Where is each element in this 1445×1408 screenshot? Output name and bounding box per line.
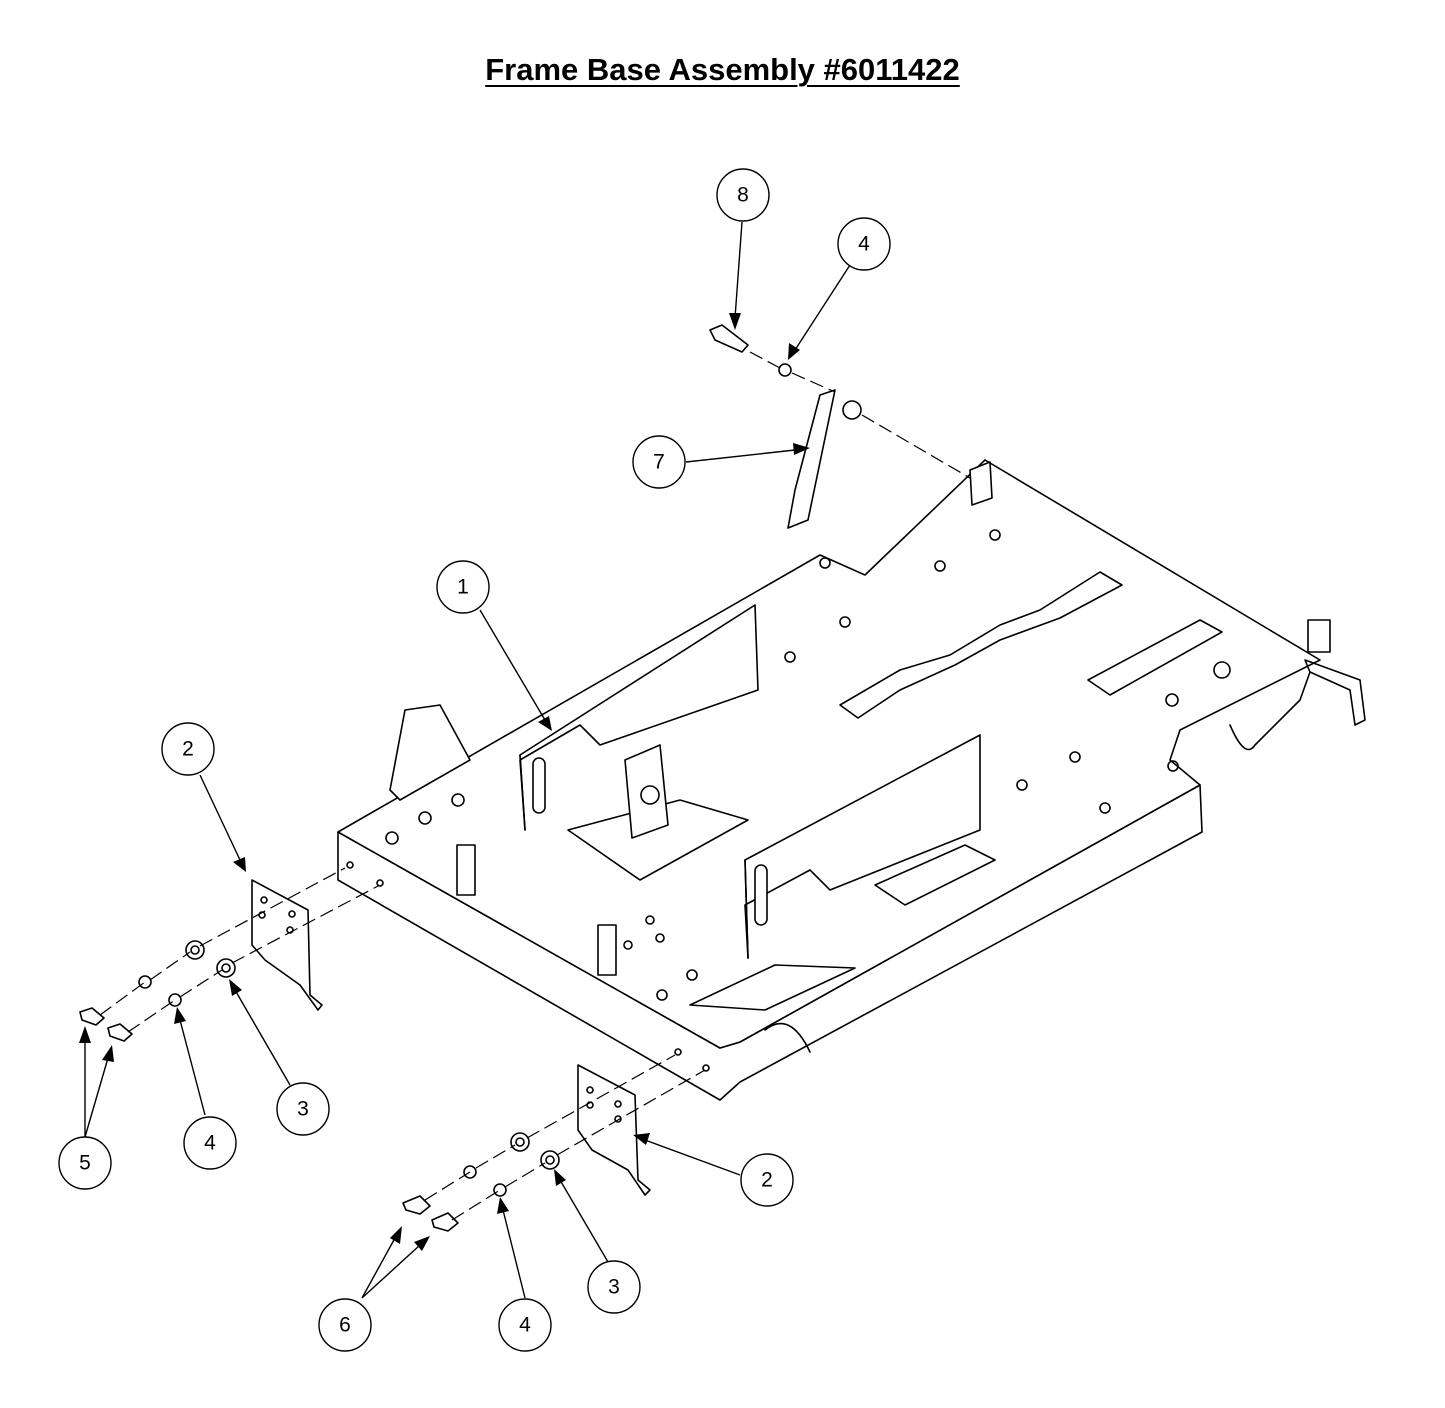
callout-1: 1: [436, 560, 490, 614]
svg-text:6: 6: [339, 1314, 351, 1337]
svg-text:4: 4: [519, 1314, 531, 1337]
mount-bracket-right: [577, 1064, 651, 1196]
callout-8: 8: [716, 168, 770, 222]
callout-6: 6: [318, 1298, 372, 1352]
svg-text:5: 5: [79, 1152, 91, 1175]
washer-item-4-top: [778, 363, 792, 377]
mount-bracket-left: [251, 879, 323, 1011]
callout-5: 5: [58, 1136, 112, 1190]
lever-arm: [787, 389, 862, 529]
callout-3-right: 3: [587, 1260, 641, 1314]
svg-text:3: 3: [297, 1098, 309, 1121]
svg-text:3: 3: [608, 1276, 620, 1299]
assembly-centerlines: [99, 351, 971, 1221]
svg-text:8: 8: [737, 184, 749, 207]
callout-4-right: 4: [498, 1298, 552, 1352]
frame-base-plate: [337, 459, 1366, 1101]
leader-lines: [79, 221, 851, 1299]
svg-text:7: 7: [653, 451, 665, 474]
svg-text:1: 1: [457, 576, 469, 599]
bolt-item-8: [709, 324, 749, 353]
svg-text:2: 2: [761, 1169, 773, 1192]
svg-text:2: 2: [182, 738, 194, 761]
callout-3-left: 3: [276, 1082, 330, 1136]
svg-text:4: 4: [858, 233, 870, 256]
callout-7: 7: [632, 435, 686, 489]
svg-text:4: 4: [204, 1132, 216, 1155]
callout-4-left: 4: [183, 1116, 237, 1170]
callout-2-left: 2: [161, 722, 215, 776]
callout-4-top: 4: [837, 217, 891, 271]
hardware-left: [79, 940, 236, 1042]
callout-2-right: 2: [740, 1153, 794, 1207]
hardware-right: [402, 1132, 560, 1232]
drawing-title: Frame Base Assembly #6011422: [485, 52, 960, 87]
